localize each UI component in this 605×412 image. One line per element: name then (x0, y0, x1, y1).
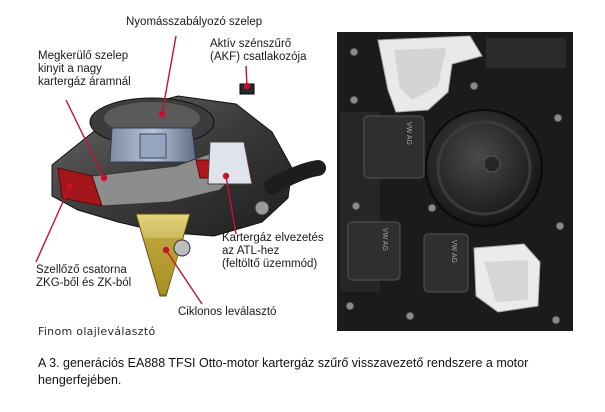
fitting-right (254, 200, 270, 216)
label-bypass-valve: Megkerülő szelep kinyit a nagy kartergáz… (38, 50, 131, 88)
separator-cap (425, 109, 543, 227)
separator-cap-center (483, 155, 501, 173)
cut-surface-left (57, 167, 103, 207)
module-marking-3: VW AG (450, 240, 457, 263)
diagram-subtitle: Finom olajleválasztó (38, 325, 156, 338)
valve-cover-top (104, 102, 200, 134)
cutaway-illustration (51, 83, 326, 297)
label-plate-lower (347, 221, 401, 281)
separator-cap-ring (436, 120, 532, 216)
label-cyclone: Ciklonos leválasztó (178, 306, 277, 318)
diaphragm-spring (139, 133, 167, 159)
bolts (345, 47, 565, 325)
white-duct-bottom-inner (484, 260, 528, 302)
cyclone-oil-fill (144, 238, 184, 294)
label-plate-right (423, 233, 469, 293)
pressure-valve-body (207, 141, 253, 185)
leader-bypass-valve (65, 99, 105, 179)
module-marking-2: VW AG (381, 228, 388, 251)
label-atl-outlet: Kartergáz elvezetés az ATL-hez (feltöltő… (222, 232, 324, 270)
label-plate-upper (363, 115, 425, 179)
white-duct-top-inner (394, 48, 446, 100)
module-marking-1: VW AG (405, 122, 412, 145)
fitting-bottom (173, 239, 191, 257)
label-akf-connector: Aktív szénszűrő (AKF) csatlakozója (210, 38, 307, 63)
label-pressure-valve: Nyomásszabályozó szelep (126, 16, 263, 28)
cover-rib-top (486, 38, 566, 68)
leader-pressure-valve (161, 35, 177, 115)
figure-caption: A 3. generációs EA888 TFSI Otto-motor ka… (38, 356, 529, 387)
engine-photo: VW AG VW AG VW AG (337, 32, 573, 331)
label-vent-channel: Szellőző csatorna ZKG-ből és ZK-ból (36, 264, 132, 289)
leader-atl (225, 175, 237, 235)
leader-vent-channel (35, 185, 71, 263)
leader-akf (245, 65, 248, 87)
leader-lines (35, 35, 251, 305)
leader-cyclone (165, 249, 203, 305)
atl-hose (264, 160, 326, 194)
